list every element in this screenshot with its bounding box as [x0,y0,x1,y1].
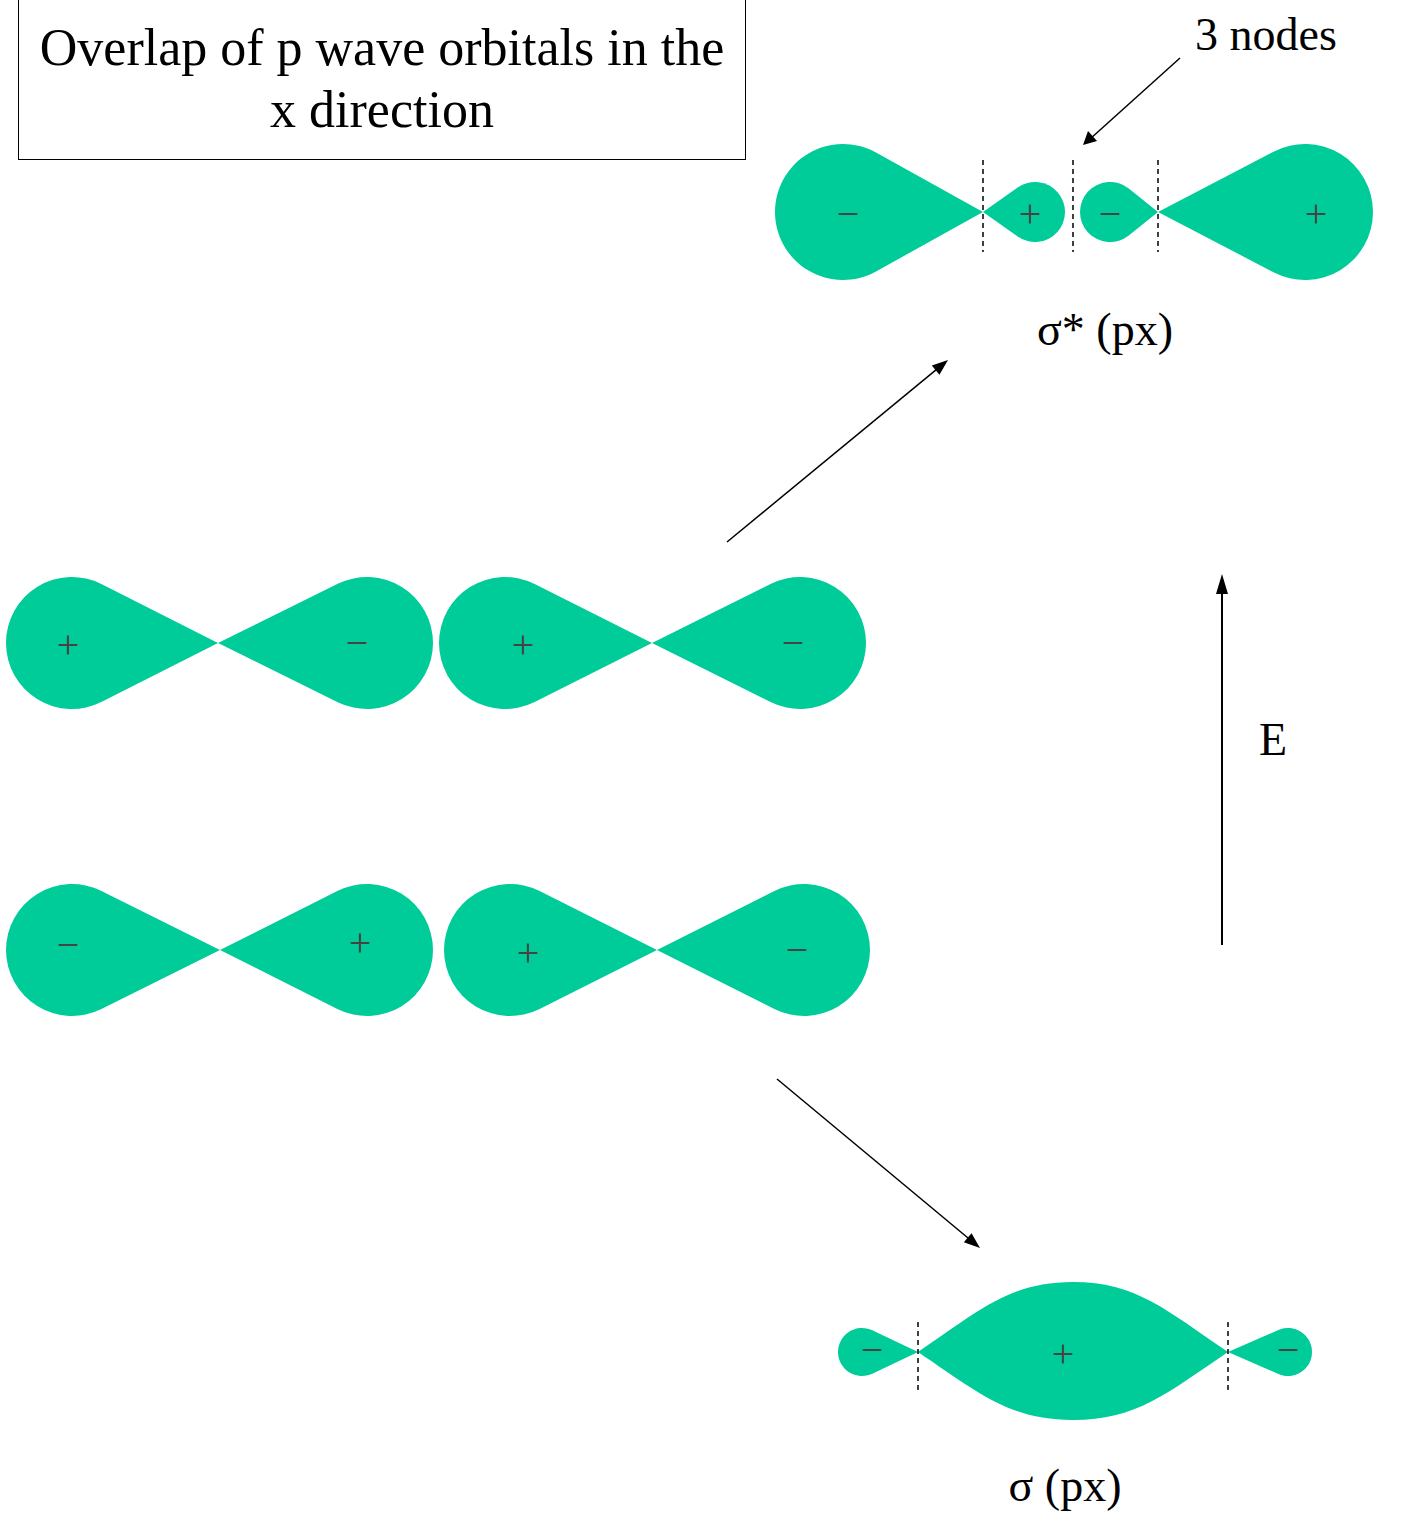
phase-sign: − [861,1330,884,1370]
energy-axis [1221,592,1223,945]
axis-label: E [1259,715,1287,766]
nodal-plane [982,160,984,252]
antibonding-orbital: − + − + σ* (px) [770,140,1380,365]
orbital-lobe [444,884,657,1016]
orbital-lobe [439,577,652,709]
arrow-connector [727,360,948,542]
p-orbital: +− [437,570,869,716]
phase-sign: − [837,194,860,234]
orbital-shape [440,877,874,1023]
phase-sign: − [57,925,80,965]
phase-sign: + [349,923,372,963]
phase-sign: − [782,623,805,663]
orbital-lobe [220,884,433,1016]
phase-sign: + [517,933,540,973]
p-orbital: −+ [3,877,437,1023]
orbital-lobe [1080,182,1158,242]
bonding-orbital: − + − σ (px) [830,1275,1320,1515]
phase-sign: − [1277,1330,1300,1370]
phase-sign: + [512,625,535,665]
arrow-connector [777,1079,980,1248]
nodal-plane [1072,160,1074,252]
nodal-plane [1227,1322,1229,1390]
title-box: Overlap of p wave orbitals in the x dire… [18,0,746,160]
callout-label: 3 nodes [1195,10,1337,61]
phase-sign: − [1099,194,1122,234]
arrow-line [777,1079,969,1239]
orbital-lobe [652,577,866,709]
orbital-lobe [1228,1328,1312,1376]
phase-sign: − [786,930,809,970]
p-orbital: +− [440,877,874,1023]
phase-sign: + [57,625,80,665]
orbital-lobe [657,884,870,1016]
title: Overlap of p wave orbitals in the x dire… [32,17,732,142]
phase-sign: + [1052,1334,1075,1374]
phase-sign: + [1305,194,1328,234]
p-orbital: +− [3,570,437,716]
orbital-lobe [6,884,220,1016]
orbital-lobe [983,182,1065,242]
arrowhead [932,360,948,375]
orbital-lobe [6,577,218,709]
phase-sign: + [1019,194,1042,234]
orbital-label: σ* (px) [1037,305,1173,356]
orbital-lobe [775,144,983,280]
nodal-plane [1157,160,1159,252]
leader-arrowhead [1083,131,1097,145]
leader-line [1090,58,1180,139]
orbital-lobe [218,577,433,709]
energy-arrowhead [1216,574,1228,594]
nodal-plane [917,1322,919,1390]
orbital-label: σ (px) [1009,1461,1122,1512]
orbital-lobe [1158,144,1373,280]
arrowhead [964,1233,980,1248]
arrow-line [727,369,937,542]
orbital-lobe [918,1282,1228,1420]
phase-sign: − [346,623,369,663]
orbital-lobe [838,1328,918,1376]
